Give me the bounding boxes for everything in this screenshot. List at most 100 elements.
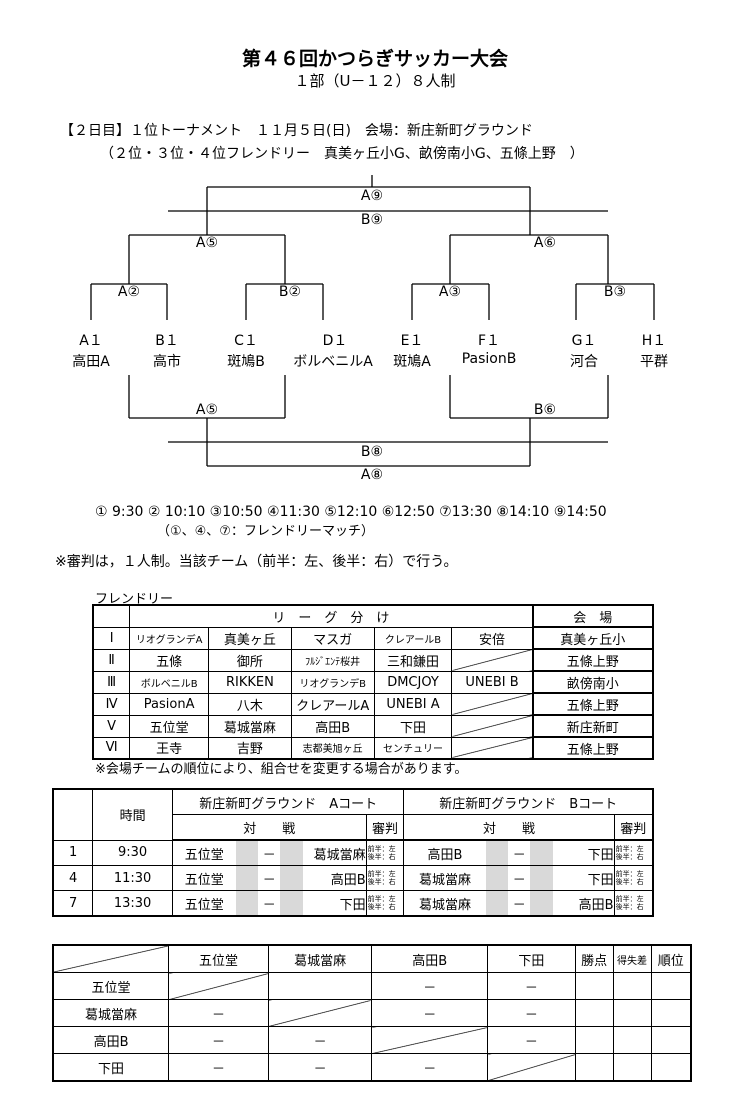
referee-first-half: 前半：左 (367, 845, 396, 853)
match-label-a9: A⑨ (360, 188, 384, 204)
team-left: 五位堂 (171, 890, 236, 917)
team-right: 高田B (552, 890, 615, 917)
team-column-header: 五位堂 (168, 944, 269, 973)
dash: － (258, 839, 281, 866)
referee-cell: 前半：左後半：右 (365, 839, 405, 866)
result-cell: － (487, 972, 576, 1000)
team-cell: 三和鎌田 (373, 648, 453, 672)
taisen-header: 対 戦 (171, 814, 367, 841)
table-row: 1 9:30 五位堂 － 葛城當麻 前半：左後半：右 高田B － 下田 前半：左… (52, 839, 654, 866)
league-number: Ⅱ (92, 648, 131, 672)
empty-slot (451, 648, 534, 672)
team-column-header: 高田B (371, 944, 488, 973)
team-cell: 王寺 (129, 736, 210, 760)
table-row: Ⅳ PasionA 八木 クレアールA UNEBI A 五條上野 (92, 692, 655, 716)
court-a-header: 新庄新町グラウンド Aコート (171, 788, 405, 815)
time-header: 時間 (92, 788, 173, 841)
match-label-b9: B⑨ (360, 212, 384, 228)
goal-diff-header: 得失差 (612, 944, 652, 973)
table-row: 高田B － － － (52, 1026, 692, 1054)
seed-team: ボルベニルA (293, 354, 373, 370)
match-label-a8: A⑧ (360, 467, 384, 483)
result-cell (267, 972, 373, 1000)
table-row: Ⅲ ボルベニルB RIKKEN リオグランデB DMCJOY UNEBI B 畝… (92, 670, 655, 694)
table-row: 下田 － － － (52, 1053, 692, 1082)
time-schedule: ① 9:30 ② 10:10 ③10:50 ④11:30 ⑤12:10 ⑥12:… (95, 504, 607, 520)
seed-code: C１ (234, 333, 258, 349)
result-cell: － (371, 1053, 488, 1082)
dash: － (507, 865, 531, 891)
seed-team: PasionB (461, 351, 517, 367)
empty-slot (451, 714, 534, 738)
team-cell: 下田 (373, 714, 453, 738)
match-label-a5: A⑤ (195, 235, 219, 251)
shinpan-header: 審判 (365, 814, 405, 841)
team-cell: 五位堂 (129, 714, 210, 738)
standings-table: 五位堂 葛城當麻 高田B 下田 勝点 得失差 順位 五位堂 － － 葛城當麻 －… (52, 944, 692, 1082)
venue-cell: 真美ヶ丘小 (531, 626, 655, 650)
match-label-b3: B③ (603, 284, 627, 300)
goal-diff-cell (612, 999, 652, 1027)
league-number: Ⅰ (92, 626, 131, 650)
team-cell: クレアールA (290, 692, 375, 716)
result-cell: － (168, 999, 269, 1027)
referee-cell: 前半：左後半：右 (613, 890, 654, 917)
team-cell: センチュリー (373, 736, 453, 760)
seed-team: 河合 (570, 354, 598, 370)
league-header: リ ー グ 分 け (129, 604, 534, 628)
shinpan-header: 審判 (613, 814, 654, 841)
team-cell: RIKKEN (208, 670, 292, 694)
seed-code: F１ (477, 333, 501, 349)
team-row-header: 葛城當麻 (52, 999, 170, 1027)
table-cell (52, 788, 94, 841)
team-cell: リオグランデB (290, 670, 375, 694)
seed-team: 斑鳩B (227, 354, 265, 370)
team-left: 葛城當麻 (403, 890, 486, 917)
friendly-match-note: （①、④、⑦：フレンドリーマッチ） (157, 524, 374, 539)
points-cell (574, 1053, 614, 1082)
score-cell (235, 890, 259, 917)
rank-header: 順位 (650, 944, 692, 973)
score-cell (235, 865, 259, 891)
rank-cell (650, 1053, 692, 1082)
team-left: 高田B (403, 839, 486, 866)
league-number: Ⅴ (92, 714, 131, 738)
self-match-cell (267, 999, 373, 1027)
score-cell (280, 839, 303, 866)
team-row-header: 高田B (52, 1026, 170, 1054)
team-cell: UNEBI B (451, 670, 534, 694)
goal-diff-cell (612, 1053, 652, 1082)
referee-first-half: 前半：左 (367, 870, 396, 878)
score-cell (280, 890, 303, 917)
team-right: 下田 (552, 865, 615, 891)
table-row: 4 11:30 五位堂 － 高田B 前半：左後半：右 葛城當麻 － 下田 前半：… (52, 865, 654, 891)
page-subtitle: １部（U－１２）８人制 (294, 72, 456, 90)
referee-first-half: 前半：左 (615, 845, 644, 853)
match-label-lower-b6: B⑥ (533, 402, 557, 418)
referee-second-half: 後半：右 (615, 878, 644, 886)
score-cell (530, 865, 553, 891)
team-cell: 安倍 (451, 626, 534, 650)
seed-team: 斑鳩A (393, 354, 431, 370)
match-number: 1 (52, 839, 94, 866)
match-label-b8: B⑧ (360, 444, 384, 460)
table-row: 五位堂 － － (52, 972, 692, 1000)
venue-change-note: ※会場チームの順位により、組合せを変更する場合があります。 (95, 762, 468, 777)
league-number: Ⅲ (92, 670, 131, 694)
page-title: 第４６回かつらぎサッカー大会 (241, 48, 508, 70)
team-cell: PasionA (129, 692, 210, 716)
team-cell: 八木 (208, 692, 292, 716)
empty-slot (451, 692, 534, 716)
result-cell: － (168, 1026, 269, 1054)
venue-cell: 五條上野 (531, 692, 655, 716)
seed-code: B１ (155, 333, 179, 349)
team-cell: 葛城當麻 (208, 714, 292, 738)
points-cell (574, 1026, 614, 1054)
venue-cell: 五條上野 (531, 648, 655, 672)
result-cell: － (487, 1026, 576, 1054)
team-right: 葛城當麻 (302, 839, 367, 866)
points-cell (574, 999, 614, 1027)
dash: － (507, 890, 531, 917)
referee-cell: 前半：左後半：右 (365, 865, 405, 891)
event-info-line2: （２位・３位・４位フレンドリー 真美ヶ丘小G、畝傍南小G、五條上野 ） (100, 146, 584, 162)
